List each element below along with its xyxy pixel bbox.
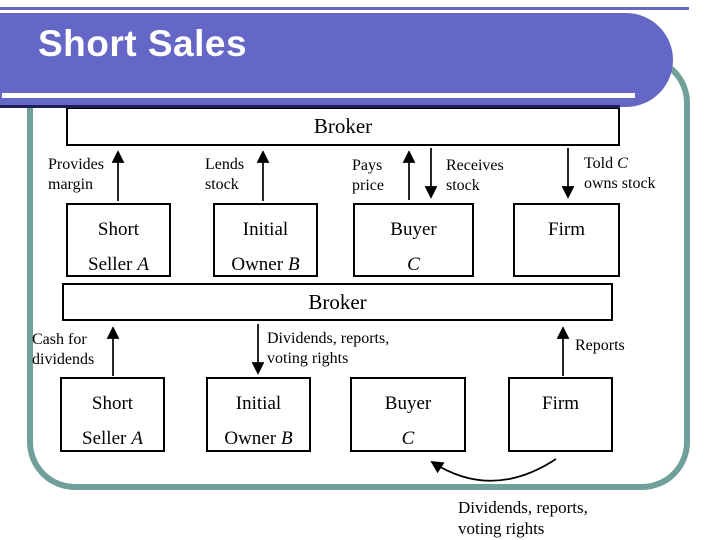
broker-bar-top: Broker: [66, 107, 620, 146]
top-accent-line: [0, 7, 689, 10]
broker-label: Broker: [313, 114, 373, 138]
box-firm-bottom: Firm: [508, 377, 613, 452]
flow-label-pays-price: Pays price: [352, 157, 384, 194]
slide-title: Short Sales: [38, 23, 248, 64]
box-buyer-bottom: Buyer C: [350, 377, 466, 452]
flow-label-provides-margin: Provides margin: [48, 156, 104, 193]
flow-label-receives-stock: Receives stock: [446, 157, 504, 194]
title-underline-white: [2, 93, 635, 98]
title-banner: [0, 13, 673, 107]
broker-bar-bottom: Broker: [62, 283, 613, 321]
broker-label: Broker: [308, 289, 367, 314]
footer-note-dividends: Dividends, reports, voting rights: [458, 498, 588, 538]
box-firm-top: Firm: [513, 203, 620, 277]
flow-label-lends-stock: Lends stock: [205, 156, 245, 193]
flow-label-reports: Reports: [575, 337, 625, 354]
flow-label-dividends-reports: Dividends, reports, voting rights: [267, 330, 390, 367]
title-underline-navy: [0, 105, 620, 108]
box-buyer-top: Buyer C: [353, 203, 474, 277]
flow-label-cash-for-dividends: Cash for dividends: [32, 331, 95, 368]
